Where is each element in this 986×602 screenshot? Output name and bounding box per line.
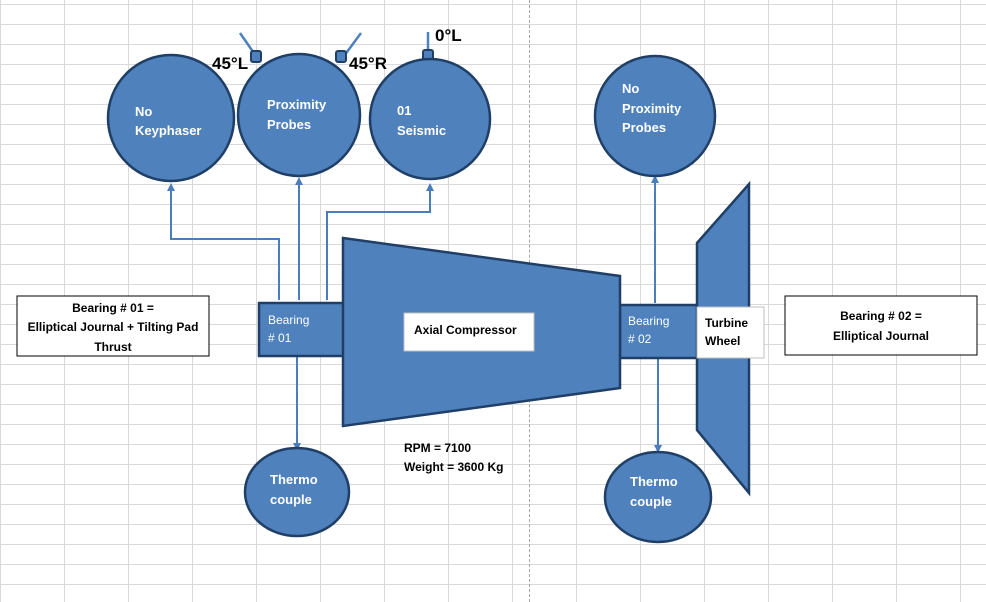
bearing-01-label-line2: # 01 — [268, 331, 292, 345]
proximity-right-label-line1: No — [622, 81, 639, 96]
bearing-01-desc-line1: Bearing # 01 = — [72, 301, 154, 315]
bearing-02-desc-box — [784, 295, 978, 356]
turbine-wheel-label-line2: Wheel — [705, 334, 740, 348]
keyphaser-label-line2: Keyphaser — [135, 123, 201, 138]
seismic-label-line1: 01 — [397, 103, 411, 118]
bearing-01-desc-box — [16, 295, 210, 357]
turbine-wheel-label-box — [696, 306, 765, 359]
thermocouple-right-circle — [603, 450, 713, 544]
thermocouple-left-label-line1: Thermo — [270, 472, 318, 487]
proximity-probes-circle — [236, 52, 362, 178]
thermocouple-left-label-line2: couple — [270, 492, 312, 507]
probe-45r-tip — [335, 50, 347, 63]
bearing-01-block — [257, 301, 347, 358]
thermocouple-right-label-line1: Thermo — [630, 474, 678, 489]
turbine-wheel-label-line1: Turbine — [705, 316, 748, 330]
bearing-01-desc-line3: Thrust — [94, 340, 131, 354]
proximity-probes-right-circle — [593, 54, 717, 178]
proximity-label-line2: Probes — [267, 117, 311, 132]
weight-note: Weight = 3600 Kg — [404, 460, 503, 474]
keyphaser-circle — [106, 53, 236, 183]
bearing-02-label-line1: Bearing — [628, 314, 669, 328]
connector-lines — [167, 175, 662, 453]
keyphaser-connector — [167, 183, 280, 300]
probe-stubs — [238, 32, 434, 63]
bearing-02-desc-line2: Elliptical Journal — [833, 329, 929, 343]
thermocouple-left-circle — [243, 446, 351, 538]
seismic-label-line2: Seismic — [397, 123, 446, 138]
bearing-01-label-line1: Bearing — [268, 313, 309, 327]
probe-45r-label: 45°R — [349, 54, 387, 73]
keyphaser-label-line1: No — [135, 104, 152, 119]
axial-compressor-label: Axial Compressor — [414, 323, 517, 337]
axial-compressor-label-box — [403, 312, 535, 352]
proximity-right-label-line2: Proximity — [622, 101, 682, 116]
bearing-02-desc-line1: Bearing # 02 = — [840, 309, 922, 323]
probe-0l-label: 0°L — [435, 26, 462, 45]
bearing-02-label-line2: # 02 — [628, 332, 652, 346]
seismic-circle — [368, 57, 492, 181]
probe-45l-tip — [250, 50, 262, 63]
proximity-label-line1: Proximity — [267, 97, 327, 112]
seismic-connector — [326, 183, 434, 300]
probe-45l-label: 45°L — [212, 54, 248, 73]
proximity-right-label-line3: Probes — [622, 120, 666, 135]
thermocouple-right-label-line2: couple — [630, 494, 672, 509]
bearing-01-desc-line2: Elliptical Journal + Tilting Pad — [28, 320, 199, 334]
rpm-note: RPM = 7100 — [404, 441, 471, 455]
